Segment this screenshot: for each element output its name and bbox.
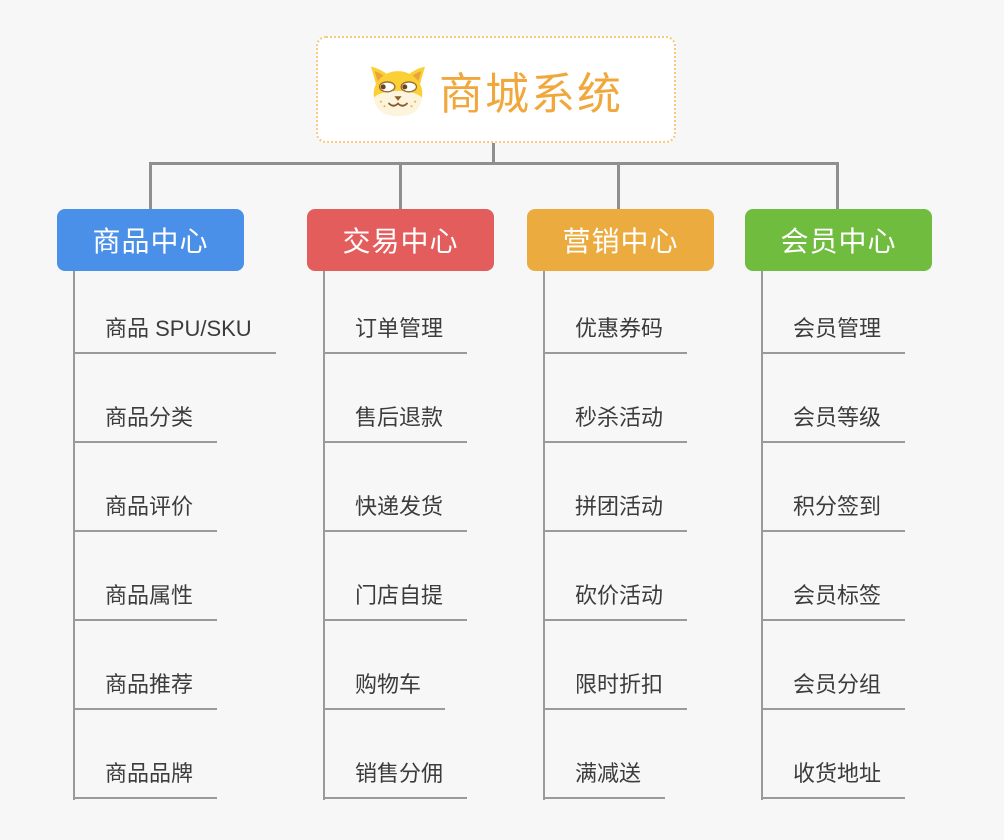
child-node[interactable]: 会员标签: [761, 581, 906, 621]
child-node[interactable]: 售后退款: [323, 403, 468, 443]
connector-drop-3: [617, 162, 620, 210]
child-node[interactable]: 门店自提: [323, 581, 468, 621]
connector-trunk: [149, 162, 839, 165]
child-node[interactable]: 积分签到: [761, 492, 906, 532]
child-node[interactable]: 拼团活动: [543, 492, 688, 532]
root-node[interactable]: 商城系统: [316, 36, 676, 143]
child-node[interactable]: 商品推荐: [73, 670, 218, 710]
connector-drop-4: [836, 162, 839, 210]
dog-icon: [371, 66, 425, 116]
child-node[interactable]: 砍价活动: [543, 581, 688, 621]
branch-spine-2: [323, 271, 325, 800]
child-node[interactable]: 快递发货: [323, 492, 468, 532]
child-node[interactable]: 商品分类: [73, 403, 218, 443]
branch-header-trade-center[interactable]: 交易中心: [307, 209, 494, 271]
child-node[interactable]: 限时折扣: [543, 670, 688, 710]
branch-spine-4: [761, 271, 763, 800]
child-node[interactable]: 订单管理: [323, 314, 468, 354]
child-node[interactable]: 商品属性: [73, 581, 218, 621]
branch-header-product-center[interactable]: 商品中心: [57, 209, 244, 271]
child-node[interactable]: 商品品牌: [73, 759, 218, 799]
child-node[interactable]: 秒杀活动: [543, 403, 688, 443]
connector-drop-2: [399, 162, 402, 210]
child-node[interactable]: 商品 SPU/SKU: [73, 314, 276, 354]
child-node[interactable]: 会员管理: [761, 314, 906, 354]
branch-spine-1: [73, 271, 75, 800]
child-node[interactable]: 销售分佣: [323, 759, 468, 799]
child-node[interactable]: 满减送: [543, 759, 666, 799]
connector-drop-1: [149, 162, 152, 210]
child-node[interactable]: 购物车: [323, 670, 446, 710]
branch-header-member-center[interactable]: 会员中心: [745, 209, 932, 271]
child-node[interactable]: 商品评价: [73, 492, 218, 532]
child-node[interactable]: 收货地址: [761, 759, 906, 799]
child-node[interactable]: 会员等级: [761, 403, 906, 443]
child-node[interactable]: 优惠券码: [543, 314, 688, 354]
child-node[interactable]: 会员分组: [761, 670, 906, 710]
branch-spine-3: [543, 271, 545, 800]
connector-root-drop: [492, 141, 495, 164]
root-title: 商城系统: [439, 69, 623, 119]
branch-header-marketing-center[interactable]: 营销中心: [527, 209, 714, 271]
